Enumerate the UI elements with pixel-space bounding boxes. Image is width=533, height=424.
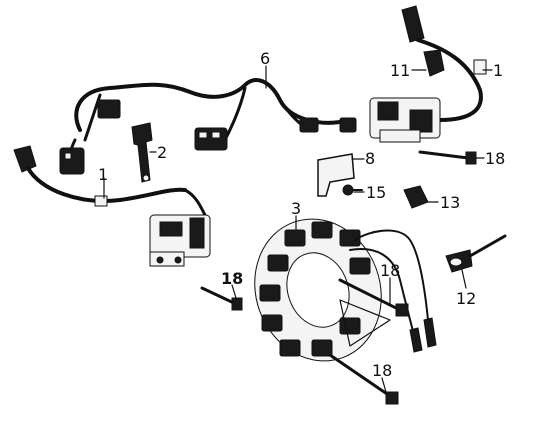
clamp-part-12 [445,234,507,273]
plate-part-8 [317,153,355,197]
wire-harness [67,78,342,172]
callout-2: 2 [157,143,167,162]
bolt-part-18-left [200,286,243,311]
callout-15: 15 [366,183,386,202]
ignition-coil-right [369,97,441,143]
harness-connector-upper [97,99,121,119]
callouts: 6 11 1 2 1 8 18 15 13 3 18 18 12 18 [98,49,505,380]
leader-lines [103,65,493,393]
callout-1-left: 1 [98,165,108,184]
harness-connector-left [59,147,85,175]
callout-6: 6 [260,49,270,68]
stator-part-3 [254,218,437,362]
harness-connector-small [299,117,357,133]
bolt-part-18-bottom [328,353,399,405]
cap-part-11 [423,49,445,77]
callout-8: 8 [365,149,375,168]
callout-18-bottom: 18 [372,361,392,380]
harness-connector [194,127,228,151]
callout-1-top: 1 [493,61,503,80]
callout-12: 12 [456,289,476,308]
ignition-coil-left [149,188,211,267]
spark-plug-cap-left [13,145,187,207]
bolt-part-18-top [418,150,477,165]
callout-18-mid: 18 [380,261,400,280]
grommet-part-13 [403,185,429,209]
bracket-part-2 [131,122,153,183]
callout-11: 11 [390,61,410,80]
callout-3: 3 [291,199,301,218]
callout-13: 13 [440,193,460,212]
bolt-part-15 [342,184,363,196]
callout-18-top: 18 [485,149,505,168]
callout-18-left: 18 [221,269,243,288]
